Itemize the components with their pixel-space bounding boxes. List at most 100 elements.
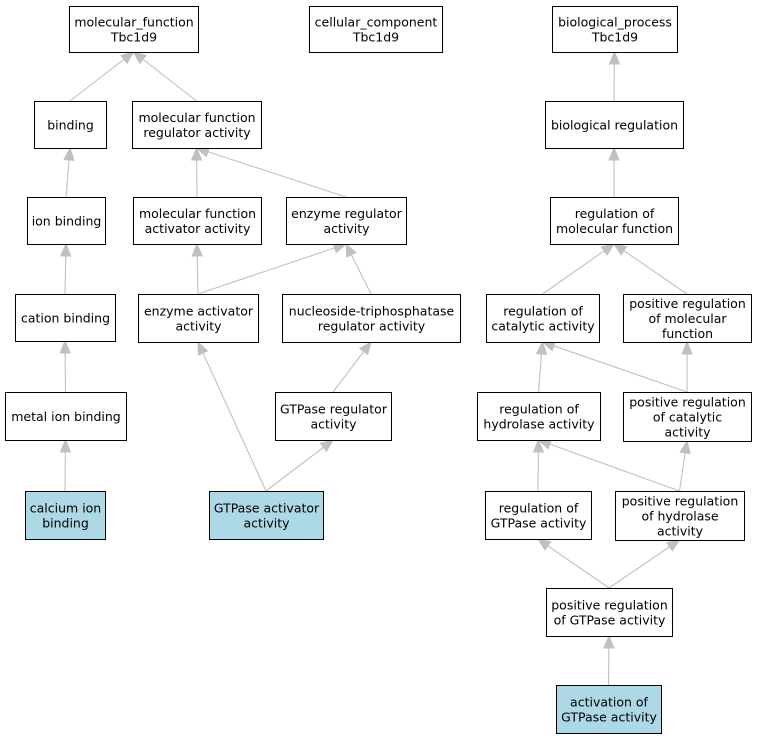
term-box xyxy=(615,491,745,541)
term-label-line: molecular function xyxy=(556,221,673,236)
term-box xyxy=(546,588,673,637)
arrowhead xyxy=(608,50,621,65)
edge-mib-to-catb xyxy=(59,339,71,393)
term-label-line: GTPase regulator xyxy=(280,402,388,417)
edge-proha-to-roha xyxy=(537,438,680,492)
arrowhead xyxy=(60,242,72,257)
term-label-line: GTPase activity xyxy=(561,710,657,725)
arrowhead xyxy=(535,340,548,355)
edge-eaa-to-era xyxy=(197,242,348,295)
edge-cib-to-mib xyxy=(59,438,72,492)
arrowhead xyxy=(120,51,135,65)
term-label-line: positive regulation xyxy=(622,494,739,509)
edge-line xyxy=(678,452,686,492)
edge-line xyxy=(350,254,372,295)
term-box xyxy=(552,6,678,53)
arrowhead xyxy=(59,339,71,354)
term-node-catb[interactable]: cation binding xyxy=(15,294,116,342)
term-label-line: of catalytic xyxy=(653,410,722,425)
arrowhead xyxy=(358,340,372,356)
term-box xyxy=(209,491,324,540)
edge-line xyxy=(547,545,610,589)
term-label-line: nucleoside-triphosphatase xyxy=(289,304,455,319)
term-box xyxy=(15,294,116,342)
arrowhead xyxy=(600,243,616,256)
edge-proga-to-proha xyxy=(608,539,681,589)
edge-catb-to-ionb xyxy=(60,242,72,295)
arrowhead xyxy=(665,539,681,552)
term-label-line: positive regulation xyxy=(629,395,746,410)
term-box xyxy=(132,101,262,149)
term-box xyxy=(27,197,106,245)
edge-romf-to-breg xyxy=(608,146,620,197)
term-label-line: regulation of xyxy=(499,501,579,516)
edge-line xyxy=(332,351,365,393)
arrowhead xyxy=(190,146,203,161)
term-node-breg[interactable]: biological regulation xyxy=(545,101,684,149)
term-label-line: enzyme regulator xyxy=(291,206,403,221)
term-label-line: regulation of xyxy=(575,206,655,221)
arrowhead xyxy=(132,51,147,65)
edge-line xyxy=(542,250,605,295)
arrowhead xyxy=(345,242,357,258)
term-box xyxy=(550,197,679,245)
term-label-line: activation of xyxy=(570,695,649,710)
arrowhead xyxy=(532,438,545,453)
term-node-binding[interactable]: binding xyxy=(34,101,107,149)
edge-gtra-to-ntra xyxy=(332,340,372,393)
term-label-line: activity xyxy=(323,221,370,236)
arrowhead xyxy=(681,340,693,355)
term-label-line: regulation of xyxy=(499,402,579,417)
edge-line xyxy=(549,443,680,492)
arrowhead xyxy=(63,146,75,161)
edge-gtaa-to-gtra xyxy=(265,439,335,492)
edge-proca-to-roca xyxy=(541,340,688,393)
edge-line xyxy=(142,58,197,102)
arrowhead xyxy=(536,538,552,551)
term-box xyxy=(138,294,259,343)
term-label-line: cellular_component xyxy=(315,15,438,30)
term-box xyxy=(282,294,461,343)
term-node-ionb[interactable]: ion binding xyxy=(27,197,106,245)
edge-roca-to-romf xyxy=(542,243,616,295)
term-label-line: metal ion binding xyxy=(11,409,121,424)
term-box xyxy=(69,6,199,53)
term-node-mib[interactable]: metal ion binding xyxy=(5,392,127,441)
edge-roha-to-roca xyxy=(535,340,548,393)
term-box xyxy=(485,491,592,540)
edge-line xyxy=(265,446,324,492)
term-label-line: positive regulation xyxy=(629,296,746,311)
term-label-line: molecular function xyxy=(139,206,256,221)
edge-aoga-to-proga xyxy=(603,634,615,686)
term-label-line: of hydrolase xyxy=(641,509,718,524)
term-label-line: cation binding xyxy=(21,311,110,326)
term-label-line: regulator activity xyxy=(318,319,426,334)
term-label-line: regulator activity xyxy=(143,125,251,140)
arrowhead xyxy=(603,634,615,649)
term-label-line: function xyxy=(662,326,713,341)
arrowhead xyxy=(608,146,620,161)
arrowhead xyxy=(319,439,335,453)
edge-ionb-to-binding xyxy=(63,146,75,198)
